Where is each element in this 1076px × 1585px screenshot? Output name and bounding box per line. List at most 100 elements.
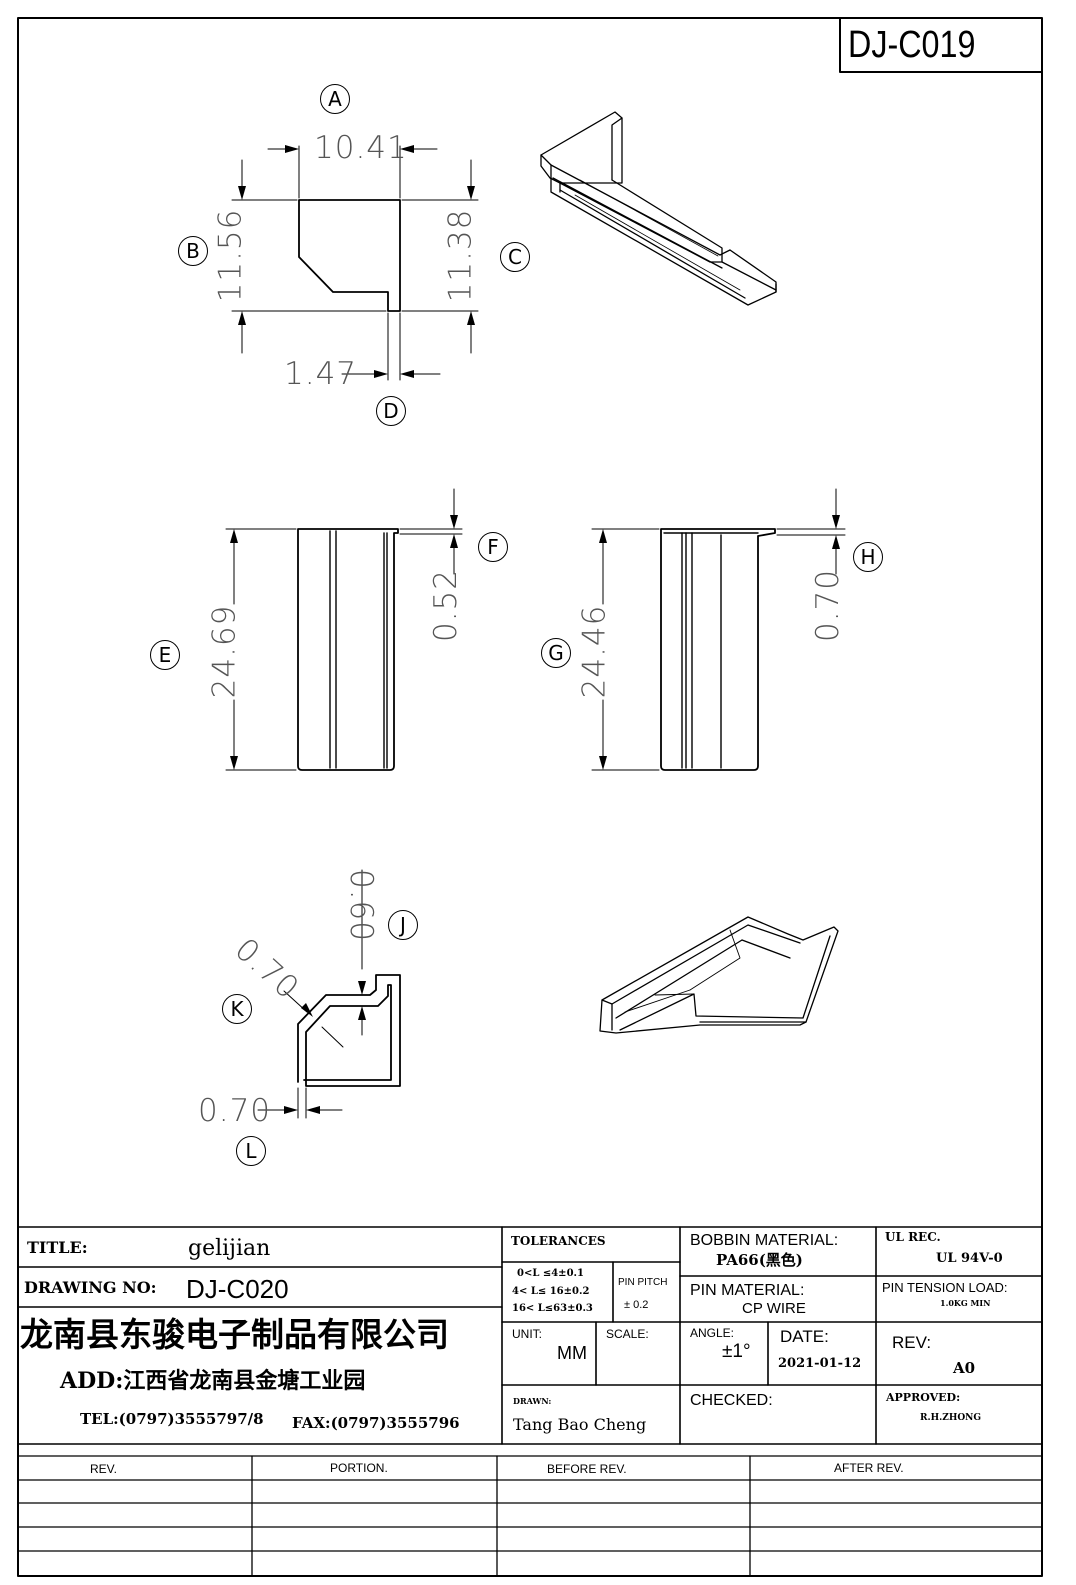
arrow: [400, 145, 414, 153]
ul-rec-label: UL REC.: [885, 1230, 941, 1244]
pin-tension-value: 1.0KG MIN: [940, 1298, 991, 1308]
company-fax: FAX:(0797)3555796: [292, 1414, 460, 1432]
approved-label: APPROVED:: [886, 1391, 961, 1404]
pin-pitch-value: ± 0.2: [624, 1299, 649, 1311]
checked-label: CHECKED:: [690, 1392, 773, 1409]
iso-outline: [654, 993, 695, 996]
unit-value: MM: [557, 1343, 587, 1363]
iso-outline: [624, 989, 691, 1013]
iso-outline: [741, 939, 791, 959]
tolerance-line-3: 16< L≤63±0.3: [512, 1303, 593, 1314]
dim-j: 0.60: [343, 868, 380, 943]
rev-value: A0: [953, 1359, 976, 1377]
pin-pitch-label: PIN PITCH: [618, 1277, 668, 1288]
callout-b: B: [178, 236, 208, 266]
iso-outline: [540, 154, 552, 179]
arrow: [374, 370, 388, 378]
side-outline: [660, 528, 776, 771]
title-value: gelijian: [188, 1236, 271, 1261]
iso-outline: [611, 117, 623, 181]
tolerances-label: TOLERANCES: [511, 1234, 606, 1248]
callout-f: F: [478, 532, 508, 562]
isometric-view-2: [599, 916, 839, 1034]
pin-tension-label: PIN TENSION LOAD:: [882, 1280, 1008, 1295]
arrow: [306, 1106, 320, 1114]
arrow: [450, 515, 458, 529]
bobbin-material-value: PA66(黑色): [716, 1251, 803, 1269]
callout-c: C: [500, 242, 530, 272]
drawing-no-label: DRAWING NO:: [24, 1278, 157, 1297]
code-box: [839, 17, 1043, 73]
arrow: [400, 370, 414, 378]
iso-outline: [579, 179, 719, 257]
drawing-no-value: DJ-C020: [186, 1274, 289, 1304]
sheet-border: [17, 17, 1043, 1577]
dim-l: 0.70: [198, 1093, 272, 1129]
portion-header: PORTION.: [330, 1461, 388, 1475]
angle-label: ANGLE:: [690, 1326, 735, 1340]
arrow: [450, 534, 458, 548]
arrow: [358, 981, 366, 995]
iso-outline: [552, 177, 723, 269]
iso-outline: [601, 924, 801, 1005]
arrow: [599, 756, 607, 770]
after-rev-header: AFTER REV.: [834, 1461, 904, 1475]
iso-outline: [729, 249, 777, 293]
drawing-code: DJ-C019: [848, 24, 976, 66]
top-profile-outline: [298, 199, 401, 312]
iso-outline: [599, 916, 839, 1034]
date-value: 2021-01-12: [778, 1356, 862, 1371]
iso-outline: [619, 935, 831, 1031]
dim-a: 10.41: [314, 130, 408, 166]
dim-g: 24.46: [576, 604, 613, 699]
dim-b: 11.56: [212, 208, 249, 303]
callout-h: H: [853, 542, 883, 572]
tolerance-line-1: 0<L ≤4±0.1: [517, 1268, 584, 1279]
revision-table-lines: [17, 1455, 1043, 1577]
callout-e: E: [150, 640, 180, 670]
pin-material-label: PIN MATERIAL:: [690, 1282, 805, 1299]
company-address: ADD:江西省龙南县金塘工业园: [60, 1368, 366, 1394]
iso-outline: [550, 164, 731, 256]
arrow: [284, 1106, 298, 1114]
iso-outline: [689, 929, 741, 991]
angle-value: ±1°: [722, 1341, 751, 1362]
dim-h: 0.70: [810, 568, 847, 643]
scale-label: SCALE:: [606, 1327, 649, 1341]
iso-outline: [559, 179, 723, 263]
callout-g: G: [541, 638, 571, 668]
iso-outline: [559, 189, 746, 299]
side-view-G: [591, 488, 846, 771]
company-name: 龙南县东骏电子制品有限公司: [20, 1315, 449, 1354]
arrow: [301, 1003, 313, 1017]
top-profile-view: [231, 145, 479, 381]
callout-j: J: [388, 910, 418, 940]
iso-outline: [721, 261, 777, 291]
front-view-E: [225, 488, 463, 771]
dim-c: 11.38: [442, 208, 479, 303]
arrow: [238, 311, 246, 325]
drawn-value: Tang Bao Cheng: [513, 1415, 647, 1434]
arrow: [599, 529, 607, 543]
dim-d: 1.47: [284, 356, 358, 392]
company-tel: TEL:(0797)3555797/8: [80, 1410, 264, 1428]
title-block-lines: [17, 1226, 1043, 1445]
callout-d: D: [376, 396, 406, 426]
rev-label: REV:: [892, 1333, 932, 1352]
dim-e: 24.69: [206, 604, 243, 699]
arrow: [832, 515, 840, 529]
arrow: [285, 145, 299, 153]
iso-outline: [615, 939, 743, 1019]
unit-label: UNIT:: [512, 1327, 542, 1341]
dim-f: 0.52: [428, 568, 465, 643]
arrow: [467, 186, 475, 200]
callout-l: L: [236, 1136, 266, 1166]
dim-line: [321, 1026, 344, 1048]
callout-a: A: [320, 84, 350, 114]
bent-profile-outline: [297, 974, 401, 1087]
drawn-label: DRAWN:: [513, 1396, 552, 1406]
before-rev-header: BEFORE REV.: [547, 1462, 627, 1476]
bent-profile-view: [257, 869, 401, 1119]
tolerance-line-2: 4< L≤ 16±0.2: [512, 1286, 590, 1297]
front-outline: [297, 528, 399, 771]
